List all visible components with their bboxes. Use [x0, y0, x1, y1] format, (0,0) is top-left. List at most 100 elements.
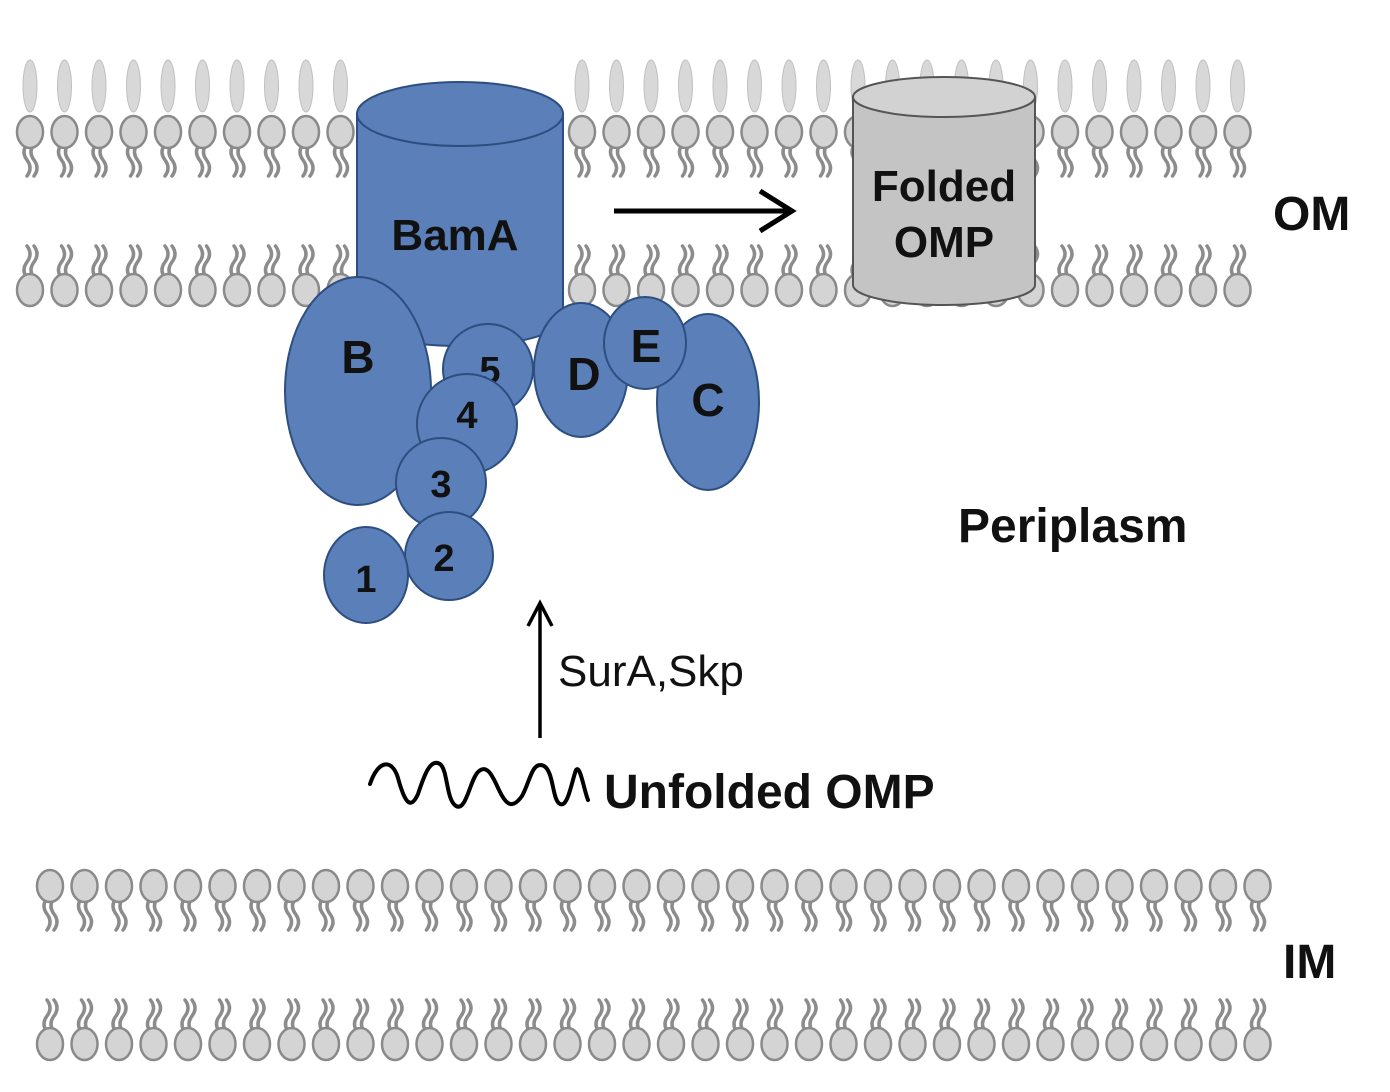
- chaperones-label: SurA,Skp: [558, 647, 744, 696]
- lipid-pair: [705, 59, 735, 308]
- lipid-head: [1119, 114, 1149, 150]
- lipid-head: [1001, 1026, 1031, 1062]
- bame-subunit: [603, 296, 687, 390]
- lipid-pair: [70, 868, 99, 1062]
- lipid-pair: [1119, 59, 1149, 308]
- lipid-pair: [1208, 868, 1238, 1062]
- lipid-head: [257, 114, 286, 150]
- lipid-head: [380, 1026, 410, 1062]
- lipid-pair: [932, 868, 962, 1062]
- lipid-pair: [967, 868, 996, 1062]
- lipid-head: [1223, 114, 1252, 150]
- lipid-head: [311, 1026, 341, 1062]
- bamb-label: B: [341, 331, 374, 383]
- folded-omp-label-line2: OMP: [894, 218, 994, 267]
- lipid-head: [1243, 1026, 1272, 1062]
- lipid-pair: [1050, 59, 1080, 308]
- lipid-head: [656, 868, 686, 904]
- lipid-head: [898, 868, 927, 904]
- lps-chain: [264, 59, 279, 113]
- lipid-head: [1105, 1026, 1134, 1062]
- lipid-pair: [1105, 868, 1134, 1062]
- lipid-head: [636, 114, 666, 150]
- lipid-pair: [636, 59, 666, 308]
- lipid-head: [567, 114, 597, 150]
- lipid-head: [291, 272, 321, 308]
- lps-chain: [195, 59, 210, 113]
- lipid-pair: [1001, 868, 1031, 1062]
- folded-omp-top: [852, 76, 1036, 118]
- lipid-pair: [553, 868, 582, 1062]
- lipid-head: [863, 1026, 893, 1062]
- lipid-pair: [1154, 59, 1183, 308]
- lipid-head: [242, 1026, 272, 1062]
- lipid-head: [84, 272, 114, 308]
- lipid-head: [346, 868, 375, 904]
- lipid-head: [35, 868, 65, 904]
- lipid-head: [15, 272, 45, 308]
- lipid-pair: [671, 59, 700, 308]
- lipid-pair: [1174, 868, 1203, 1062]
- lipid-head: [1070, 1026, 1100, 1062]
- lipid-head: [932, 1026, 962, 1062]
- inner-membrane: [35, 868, 1272, 1062]
- lipid-head: [1208, 868, 1238, 904]
- lipid-head: [1070, 868, 1100, 904]
- lipid-head: [1050, 272, 1080, 308]
- lps-chain: [643, 59, 659, 113]
- lipid-head: [809, 114, 838, 150]
- lipid-pair: [809, 59, 838, 308]
- lps-chain: [1057, 59, 1073, 113]
- lipid-pair: [188, 59, 217, 308]
- inner-membrane-label: IM: [1283, 936, 1336, 989]
- lipid-head: [518, 868, 548, 904]
- lipid-pair: [484, 868, 513, 1062]
- lipid-head: [1223, 272, 1252, 308]
- lipid-pair: [119, 59, 148, 308]
- lipid-pair: [794, 868, 824, 1062]
- lipid-head: [622, 1026, 651, 1062]
- lipid-pair: [326, 59, 355, 308]
- lps-chain: [1195, 59, 1211, 113]
- lps-chain: [22, 59, 38, 113]
- lipid-head: [70, 1026, 99, 1062]
- lipid-head: [705, 114, 735, 150]
- lipid-head: [1188, 272, 1218, 308]
- lipid-head: [257, 272, 286, 308]
- lipid-head: [188, 272, 217, 308]
- folded-omp-barrel: Folded OMP: [852, 76, 1036, 306]
- lipid-pair: [1070, 868, 1100, 1062]
- lps-chain: [126, 59, 141, 113]
- potra-domain-1: [323, 526, 409, 624]
- lipid-head: [153, 114, 183, 150]
- lipid-head: [967, 1026, 996, 1062]
- lipid-head: [119, 272, 148, 308]
- lps-chain: [298, 59, 314, 113]
- potra-label-2: 2: [433, 538, 454, 580]
- lipid-pair: [622, 868, 651, 1062]
- lipid-head: [671, 114, 700, 150]
- lipid-head: [188, 114, 217, 150]
- lipid-head: [553, 868, 582, 904]
- lps-chain: [678, 59, 693, 113]
- outer-membrane: [15, 59, 1252, 308]
- lipid-head: [602, 272, 631, 308]
- lipid-head: [1085, 114, 1114, 150]
- lipid-head: [291, 114, 321, 150]
- lipid-pair: [656, 868, 686, 1062]
- lipid-head: [15, 114, 45, 150]
- lipid-pair: [153, 59, 183, 308]
- lipid-head: [794, 1026, 824, 1062]
- lipid-head: [139, 1026, 168, 1062]
- lipid-pair: [35, 868, 65, 1062]
- lps-chain: [1161, 59, 1176, 113]
- lipid-pair: [84, 59, 114, 308]
- bame-label: E: [631, 320, 662, 372]
- lipid-head: [1050, 114, 1080, 150]
- bama-label: BamA: [391, 211, 518, 260]
- lipid-pair: [242, 868, 272, 1062]
- lipid-head: [898, 1026, 927, 1062]
- lipid-pair: [50, 59, 79, 308]
- lipid-head: [829, 868, 858, 904]
